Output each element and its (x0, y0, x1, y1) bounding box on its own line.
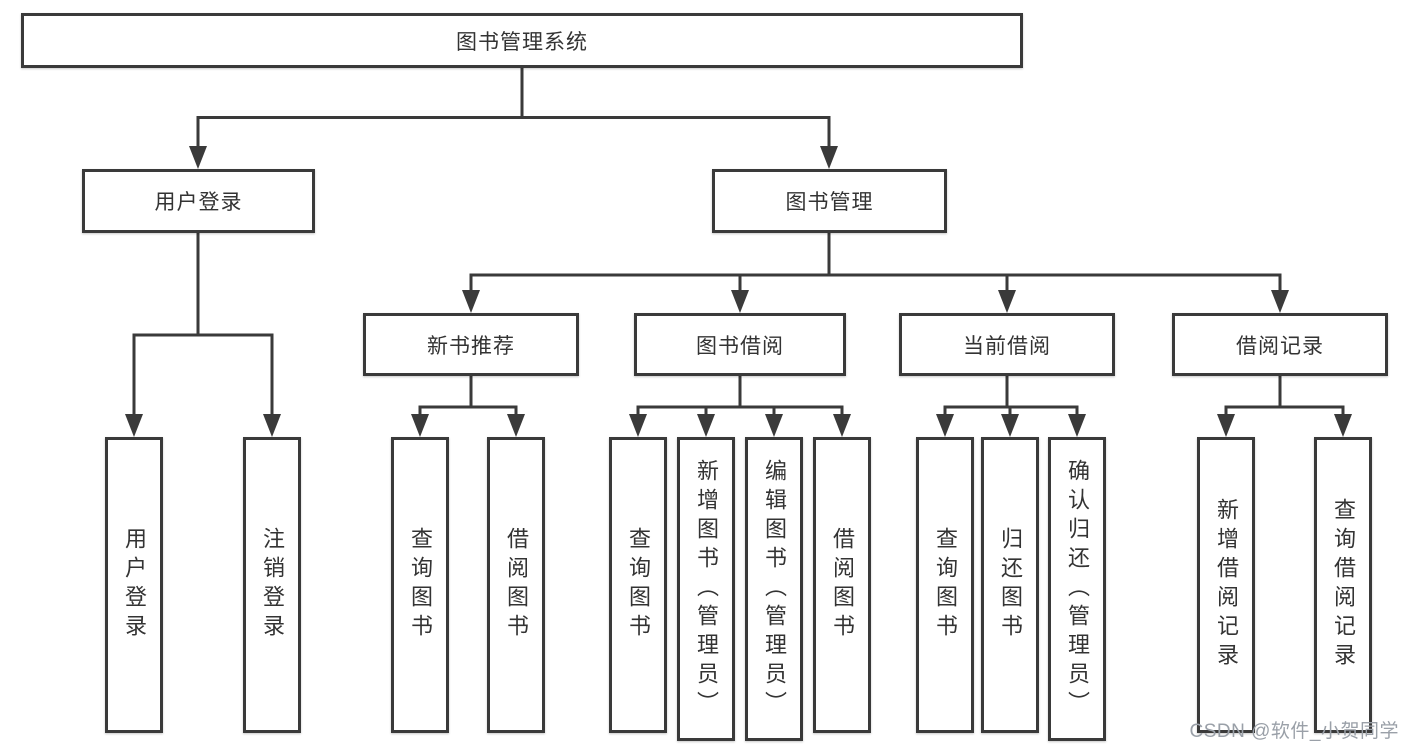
leaf-edit-books-admin: 编辑图书（管理员） (745, 437, 803, 741)
leaf-add-books-admin-label: 新增图书（管理员） (694, 458, 719, 720)
node-user-login-label: 用户登录 (154, 191, 243, 214)
node-system: 图书管理系统 (21, 13, 1023, 68)
connector-borrowing-records-children (1217, 376, 1352, 437)
leaf-query-books-borrowing-label: 查询图书 (626, 527, 651, 643)
leaf-logout-label: 注销登录 (260, 527, 285, 643)
leaf-borrow-books-borrowing-label: 借阅图书 (830, 527, 855, 643)
connector-book-management-children (462, 233, 1289, 313)
node-user-login: 用户登录 (82, 169, 315, 233)
leaf-add-borrow-record: 新增借阅记录 (1197, 437, 1255, 733)
node-book-management: 图书管理 (712, 169, 947, 233)
node-book-borrowing: 图书借阅 (634, 313, 846, 376)
csdn-watermark: CSDN @软件_小贺同学 (1189, 721, 1399, 742)
leaf-query-books-recommend: 查询图书 (391, 437, 449, 733)
leaf-borrow-books-recommend-label: 借阅图书 (504, 527, 529, 643)
leaf-user-login-label: 用户登录 (122, 527, 147, 643)
node-borrowing-records-label: 借阅记录 (1236, 334, 1324, 358)
node-new-book-recommend-label: 新书推荐 (427, 334, 515, 358)
connector-root-to-level2 (189, 68, 838, 169)
leaf-confirm-return-admin-label: 确认归还（管理员） (1065, 458, 1090, 720)
leaf-query-books-borrowing: 查询图书 (609, 437, 667, 733)
connector-book-borrowing-children (629, 376, 851, 437)
node-system-label: 图书管理系统 (456, 30, 588, 54)
node-borrowing-records: 借阅记录 (1172, 313, 1388, 376)
leaf-borrow-books-borrowing: 借阅图书 (813, 437, 871, 733)
connector-current-borrowing-children (936, 376, 1086, 437)
node-book-management-label: 图书管理 (785, 191, 874, 214)
leaf-add-books-admin: 新增图书（管理员） (677, 437, 735, 741)
node-new-book-recommend: 新书推荐 (363, 313, 579, 376)
leaf-logout: 注销登录 (243, 437, 301, 733)
leaf-query-borrow-record-label: 查询借阅记录 (1331, 498, 1356, 672)
leaf-return-books-label: 归还图书 (998, 527, 1023, 643)
leaf-edit-books-admin-label: 编辑图书（管理员） (762, 458, 787, 720)
leaf-user-login: 用户登录 (105, 437, 163, 733)
node-current-borrowing-label: 当前借阅 (963, 334, 1051, 358)
node-book-borrowing-label: 图书借阅 (696, 334, 784, 358)
leaf-confirm-return-admin: 确认归还（管理员） (1048, 437, 1106, 741)
connector-new-book-recommend-children (411, 376, 525, 437)
node-current-borrowing: 当前借阅 (899, 313, 1115, 376)
leaf-return-books: 归还图书 (981, 437, 1039, 733)
leaf-query-books-current-label: 查询图书 (933, 527, 958, 643)
connector-user-login-children (125, 233, 281, 437)
leaf-add-borrow-record-label: 新增借阅记录 (1214, 498, 1239, 672)
leaf-query-books-recommend-label: 查询图书 (408, 527, 433, 643)
leaf-query-borrow-record: 查询借阅记录 (1314, 437, 1372, 733)
leaf-query-books-current: 查询图书 (916, 437, 974, 733)
leaf-borrow-books-recommend: 借阅图书 (487, 437, 545, 733)
